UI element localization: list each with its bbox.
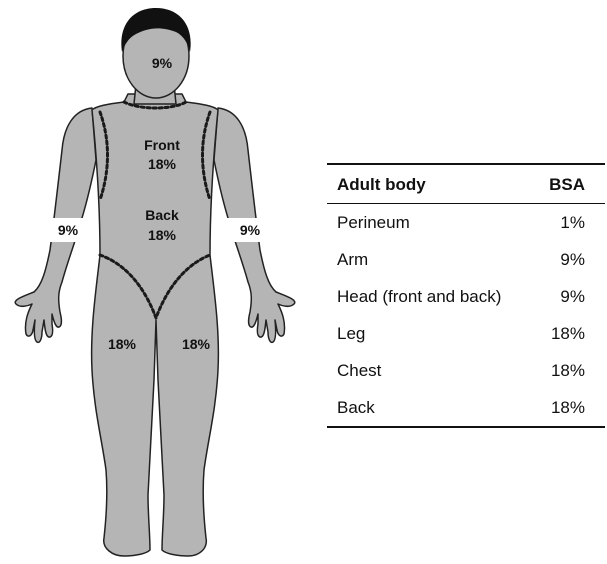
bsa-table: Adult body BSA Perineum 1% Arm 9% Head (… [327, 163, 605, 428]
region-cell: Arm [327, 241, 518, 278]
head-pct: 9% [152, 55, 173, 71]
table-row: Back 18% [327, 389, 605, 427]
body-figure: 9% Front 18% Back 18% 9% 9% 18% 18% [0, 0, 320, 564]
column-header-bsa: BSA [518, 164, 605, 204]
bsa-cell: 9% [518, 278, 605, 315]
table-header-row: Adult body BSA [327, 164, 605, 204]
region-cell: Head (front and back) [327, 278, 518, 315]
right-arm-pct: 9% [240, 222, 261, 238]
front-label: Front [144, 137, 180, 153]
left-leg-pct: 18% [108, 336, 137, 352]
table-row: Arm 9% [327, 241, 605, 278]
left-arm-pct: 9% [58, 222, 79, 238]
front-pct: 18% [148, 156, 177, 172]
table-row: Leg 18% [327, 315, 605, 352]
bsa-cell: 1% [518, 204, 605, 242]
table-row: Head (front and back) 9% [327, 278, 605, 315]
region-cell: Back [327, 389, 518, 427]
region-cell: Leg [327, 315, 518, 352]
column-header-region: Adult body [327, 164, 518, 204]
bsa-cell: 18% [518, 315, 605, 352]
region-cell: Chest [327, 352, 518, 389]
back-label: Back [145, 207, 179, 223]
region-cell: Perineum [327, 204, 518, 242]
back-pct: 18% [148, 227, 177, 243]
bsa-cell: 18% [518, 352, 605, 389]
bsa-cell: 18% [518, 389, 605, 427]
table-row: Perineum 1% [327, 204, 605, 242]
table-row: Chest 18% [327, 352, 605, 389]
bsa-cell: 9% [518, 241, 605, 278]
right-leg-pct: 18% [182, 336, 211, 352]
